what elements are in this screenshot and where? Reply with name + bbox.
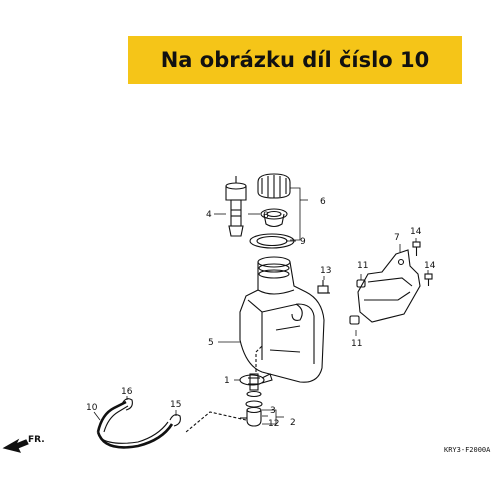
banner-text: Na obrázku díl číslo 10	[160, 48, 430, 72]
leader-dashed-tank	[255, 345, 263, 372]
filler-cap	[257, 173, 291, 199]
tank-bracket	[357, 249, 421, 323]
callout-11-top: 11	[357, 261, 368, 271]
hose-clip-16	[121, 398, 133, 411]
oil-tank	[239, 256, 325, 383]
callout-4: 4	[206, 210, 212, 220]
rubber-mount-bottom	[349, 315, 360, 325]
callout-3: 3	[270, 406, 276, 416]
callout-1: 1	[224, 376, 230, 386]
front-label: FR.	[28, 435, 45, 445]
callout-15: 15	[170, 400, 181, 410]
callout-11-bottom: 11	[351, 339, 362, 349]
diagram-code: KRY3-F2000A	[444, 446, 491, 454]
callout-leaders	[93, 187, 429, 425]
outlet-fitting	[240, 373, 263, 427]
callout-5: 5	[208, 338, 214, 348]
cap-gasket	[260, 208, 288, 228]
callout-13: 13	[320, 266, 331, 276]
callout-8: 8	[263, 211, 269, 221]
callout-12: 12	[268, 419, 279, 429]
bolt-top	[412, 241, 421, 256]
hose-clip-15	[169, 414, 181, 427]
leader-dashed	[185, 411, 247, 433]
callout-9: 9	[300, 237, 306, 247]
callout-16: 16	[121, 387, 133, 397]
callout-7: 7	[394, 233, 400, 243]
bolt-right	[424, 273, 433, 286]
callout-14-top: 14	[410, 227, 422, 237]
level-gauge	[225, 176, 247, 237]
callout-14-right: 14	[424, 261, 436, 271]
callout-6: 6	[320, 197, 326, 207]
hose-clamp	[239, 373, 273, 386]
front-direction-arrow	[2, 438, 29, 453]
breather-hose	[96, 400, 174, 449]
part-number-banner: Na obrázku díl číslo 10	[128, 36, 462, 84]
callout-10: 10	[86, 403, 98, 413]
callout-2: 2	[290, 418, 296, 428]
bolt-13	[317, 280, 330, 294]
